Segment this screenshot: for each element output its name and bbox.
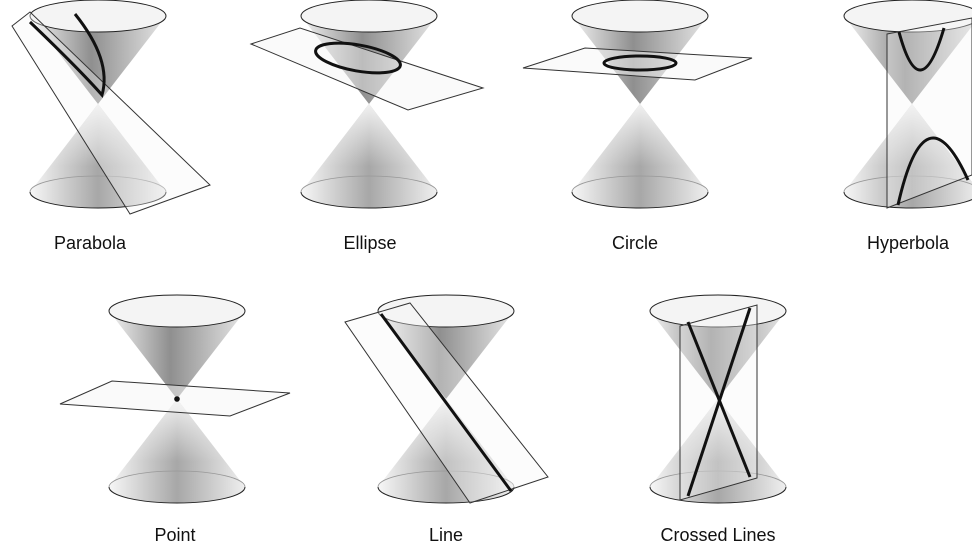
label-hyperbola: Hyperbola [867,233,950,253]
figure-parabola: Parabola [11,0,211,253]
label-ellipse: Ellipse [343,233,396,253]
hyperbola-upper-branch [897,27,946,72]
line-curve [379,313,513,492]
figure-circle: Circle [522,0,753,253]
circle-curve [602,54,678,72]
cutting-plane [886,17,972,209]
crossed-line-2 [686,307,752,497]
figure-crossed-lines: Crossed Lines [649,294,787,545]
hyperbola-lower-branch [896,136,970,206]
figure-point: Point [59,294,291,545]
figure-hyperbola: Hyperbola [843,0,972,253]
label-parabola: Parabola [54,233,127,253]
parabola-curve [28,13,106,99]
cutting-plane [249,27,485,111]
cutting-plane [11,11,211,215]
figure-ellipse: Ellipse [249,0,485,253]
label-circle: Circle [612,233,658,253]
label-line: Line [429,525,463,545]
figure-line: Line [344,294,549,545]
cutting-plane [522,47,753,81]
label-point: Point [154,525,195,545]
point-dot [174,396,180,402]
label-crossed-lines: Crossed Lines [660,525,775,545]
ellipse-curve [314,41,402,75]
